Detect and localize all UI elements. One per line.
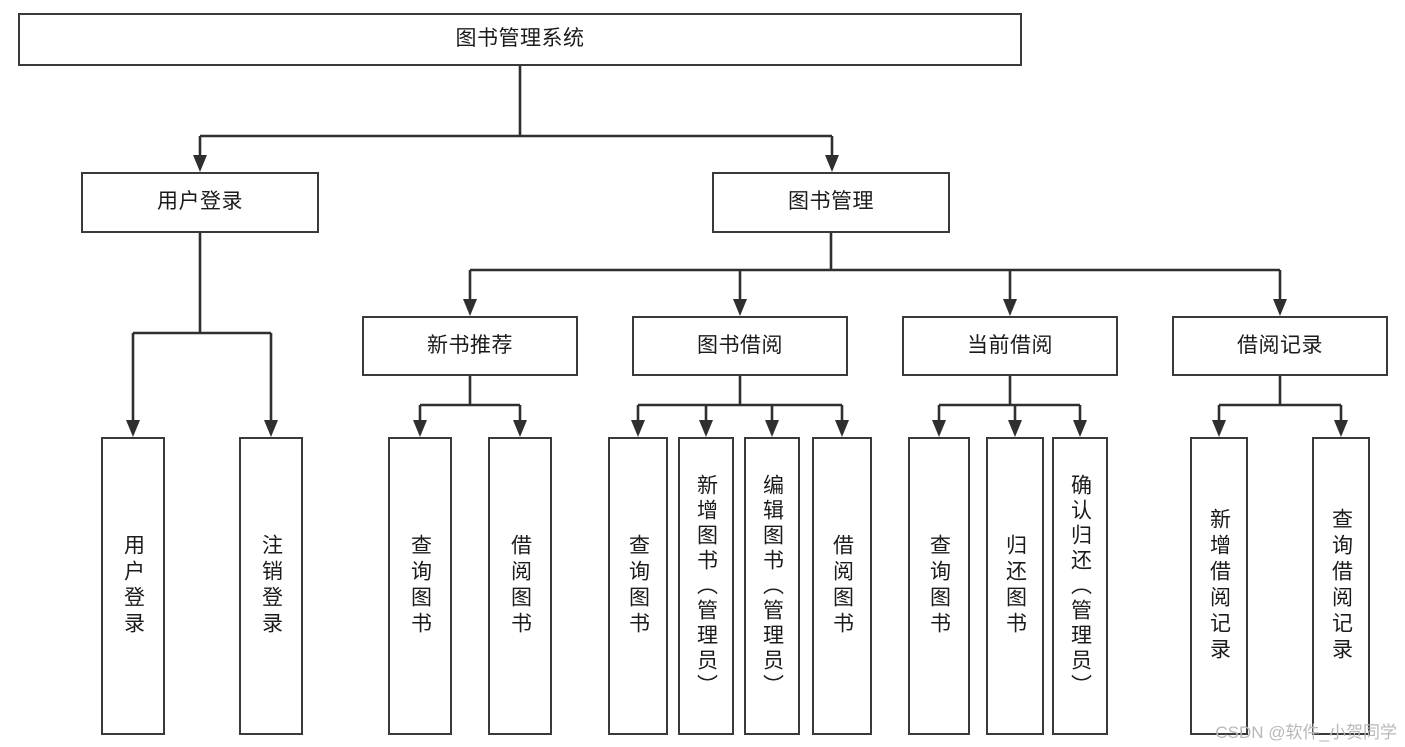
node-leaf-return-book-label: 归还图书 [1003, 534, 1027, 638]
node-leaf-query-book-recommend-label: 查询图书 [408, 534, 432, 638]
node-leaf-query-book-recommend[interactable]: 查询图书 [388, 437, 452, 735]
node-leaf-borrow-book[interactable]: 借阅图书 [812, 437, 872, 735]
node-leaf-query-book-current[interactable]: 查询图书 [908, 437, 970, 735]
node-leaf-query-borrow-record-label: 查询借阅记录 [1329, 508, 1353, 664]
node-current-borrow-label: 当前借阅 [967, 333, 1053, 357]
node-book-management[interactable]: 图书管理 [712, 172, 950, 233]
node-leaf-borrow-book-recommend-label: 借阅图书 [508, 534, 532, 638]
node-root-label: 图书管理系统 [455, 27, 585, 51]
node-leaf-borrow-book-label: 借阅图书 [830, 534, 854, 638]
node-current-borrow[interactable]: 当前借阅 [902, 316, 1118, 376]
node-leaf-edit-book-label: 编辑图书（管理员） [760, 473, 784, 699]
node-book-borrow-label: 图书借阅 [697, 333, 783, 357]
node-leaf-user-login[interactable]: 用户登录 [101, 437, 165, 735]
node-leaf-add-book-label: 新增图书（管理员） [694, 473, 718, 699]
node-root[interactable]: 图书管理系统 [18, 13, 1022, 66]
node-leaf-confirm-return-label: 确认归还（管理员） [1068, 473, 1092, 699]
node-leaf-return-book[interactable]: 归还图书 [986, 437, 1044, 735]
node-book-borrow[interactable]: 图书借阅 [632, 316, 848, 376]
node-leaf-user-logout-label: 注销登录 [259, 534, 283, 638]
node-leaf-query-book-borrow-label: 查询图书 [626, 534, 650, 638]
node-user-login[interactable]: 用户登录 [81, 172, 319, 233]
node-user-login-label: 用户登录 [157, 190, 243, 214]
node-leaf-edit-book[interactable]: 编辑图书（管理员） [744, 437, 800, 735]
node-new-book-recommend[interactable]: 新书推荐 [362, 316, 578, 376]
node-borrow-records-label: 借阅记录 [1237, 333, 1323, 357]
node-leaf-query-borrow-record[interactable]: 查询借阅记录 [1312, 437, 1370, 735]
node-borrow-records[interactable]: 借阅记录 [1172, 316, 1388, 376]
node-book-management-label: 图书管理 [788, 190, 874, 214]
node-new-book-recommend-label: 新书推荐 [427, 333, 513, 357]
node-leaf-borrow-book-recommend[interactable]: 借阅图书 [488, 437, 552, 735]
watermark-text: CSDN @软件_小贺同学 [1215, 723, 1397, 742]
node-leaf-query-book-current-label: 查询图书 [927, 534, 951, 638]
node-leaf-add-borrow-record[interactable]: 新增借阅记录 [1190, 437, 1248, 735]
node-leaf-user-login-label: 用户登录 [121, 534, 145, 638]
node-leaf-query-book-borrow[interactable]: 查询图书 [608, 437, 668, 735]
node-leaf-add-book[interactable]: 新增图书（管理员） [678, 437, 734, 735]
node-leaf-add-borrow-record-label: 新增借阅记录 [1207, 508, 1231, 664]
node-leaf-user-logout[interactable]: 注销登录 [239, 437, 303, 735]
node-leaf-confirm-return[interactable]: 确认归还（管理员） [1052, 437, 1108, 735]
